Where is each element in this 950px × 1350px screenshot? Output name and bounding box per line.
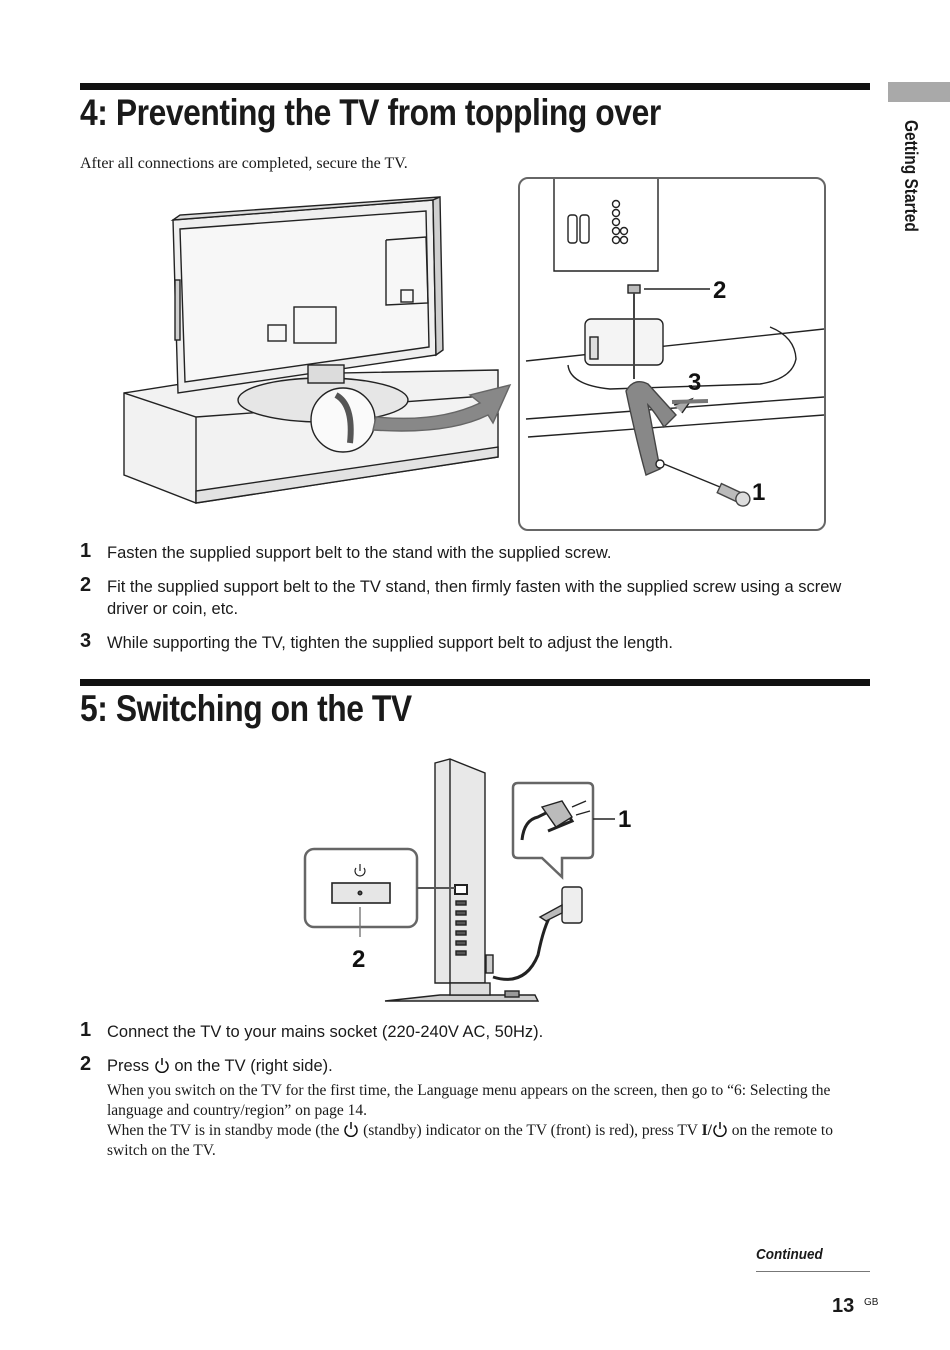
section-4-rule: [80, 83, 870, 90]
section-4-title: 4: Preventing the TV from toppling over: [80, 92, 661, 133]
tv-key-label: I/: [701, 1122, 712, 1139]
section-side-label: Getting Started: [901, 120, 921, 232]
standby-note: When the TV is in standby mode (the (sta…: [107, 1121, 872, 1161]
callout-3: 3: [688, 369, 701, 396]
callout-1: 1: [618, 806, 631, 833]
tv-power-key-icon: [713, 1122, 727, 1137]
step-text: Fit the supplied support belt to the TV …: [107, 578, 842, 618]
step-number: 3: [80, 630, 92, 652]
standby-power-icon: [344, 1122, 358, 1137]
step-text: Fasten the supplied support belt to the …: [107, 544, 612, 562]
step-text: While supporting the TV, tighten the sup…: [107, 634, 673, 652]
step-text: Press on the TV (right side).: [107, 1055, 867, 1077]
section-5-title: 5: Switching on the TV: [80, 688, 412, 729]
tv-power-illustration: 1 2: [303, 758, 631, 1002]
section-tab-marker: [888, 82, 950, 102]
continued-rule: [756, 1271, 870, 1272]
standby-note-part-2: (standby) indicator on the TV (front) is…: [363, 1122, 698, 1139]
step-number: 2: [80, 574, 92, 596]
continued-label: Continued: [756, 1246, 823, 1263]
callout-2: 2: [352, 946, 365, 973]
belt-detail-drawing: 2 3 1: [525, 179, 824, 507]
section-5-rule: [80, 679, 870, 686]
belt-detail-inset: 2 3 1: [518, 177, 826, 531]
step-text-before: Press: [107, 1057, 150, 1075]
callout-1: 1: [752, 479, 765, 506]
step-number: 2: [80, 1053, 92, 1075]
step-number: 1: [80, 1019, 92, 1041]
tv-on-stand-illustration: [123, 195, 512, 504]
page-suffix: GB: [864, 1297, 879, 1308]
power-icon: [155, 1058, 169, 1073]
step-number: 1: [80, 540, 92, 562]
page-number: 13: [832, 1295, 855, 1317]
step-text: Connect the TV to your mains socket (220…: [107, 1023, 544, 1041]
step-text-after: on the TV (right side).: [174, 1057, 333, 1075]
section-4-intro: After all connections are completed, sec…: [80, 155, 408, 172]
standby-note-part-3: on the remote to switch on the TV.: [107, 1122, 833, 1159]
standby-note-part-1: When the TV is in standby mode (the: [107, 1122, 340, 1139]
first-time-note: When you switch on the TV for the first …: [107, 1082, 831, 1119]
callout-2: 2: [713, 277, 726, 304]
